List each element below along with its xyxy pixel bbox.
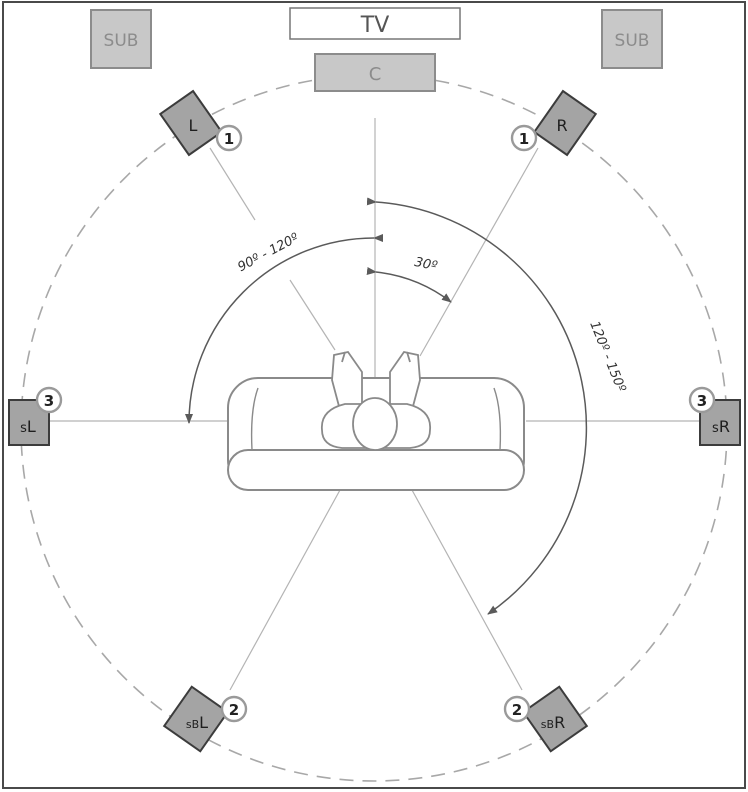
speaker-left-label: L	[189, 116, 198, 135]
rear-angle-arc	[366, 197, 588, 615]
speaker-surround-back-left-label: sBL	[186, 713, 208, 732]
speaker-left: L	[158, 89, 224, 157]
subwoofer-right: SUB	[601, 9, 663, 69]
badge-surround-back-right-number: 2	[512, 701, 522, 719]
speaker-surround-back-left: sBL	[162, 685, 230, 753]
badge-surround-back-right: 2	[503, 695, 531, 723]
badge-right-number: 1	[519, 130, 529, 148]
speaker-right: R	[532, 89, 598, 157]
tv-box: TV	[289, 7, 461, 40]
center-speaker: C	[314, 53, 436, 92]
sub-left-label: SUB	[104, 31, 139, 51]
badge-surround-right-number: 3	[697, 392, 707, 410]
speaker-right-label: R	[556, 116, 567, 135]
badge-surround-back-left-number: 2	[229, 701, 239, 719]
badge-surround-back-left: 2	[220, 695, 248, 723]
side-angle-arc	[185, 233, 384, 424]
listener-icon	[321, 350, 431, 451]
badge-surround-right: 3	[688, 386, 716, 414]
speaker-surround-left-label: sL	[20, 417, 36, 436]
center-label: C	[369, 64, 382, 85]
badge-surround-left-number: 3	[44, 392, 54, 410]
speaker-surround-back-right: sBR	[521, 685, 589, 753]
front-angle-label: 30º	[413, 255, 438, 274]
badge-left-number: 1	[224, 130, 234, 148]
badge-left: 1	[215, 124, 243, 152]
tv-label: TV	[360, 13, 390, 38]
badge-right: 1	[510, 124, 538, 152]
speaker-surround-back-right-label: sBR	[541, 713, 565, 732]
speaker-surround-right-label: sR	[712, 417, 730, 436]
subwoofer-left: SUB	[90, 9, 152, 69]
angle-arcs	[185, 197, 588, 615]
badge-surround-left: 3	[35, 386, 63, 414]
sub-right-label: SUB	[615, 31, 650, 51]
